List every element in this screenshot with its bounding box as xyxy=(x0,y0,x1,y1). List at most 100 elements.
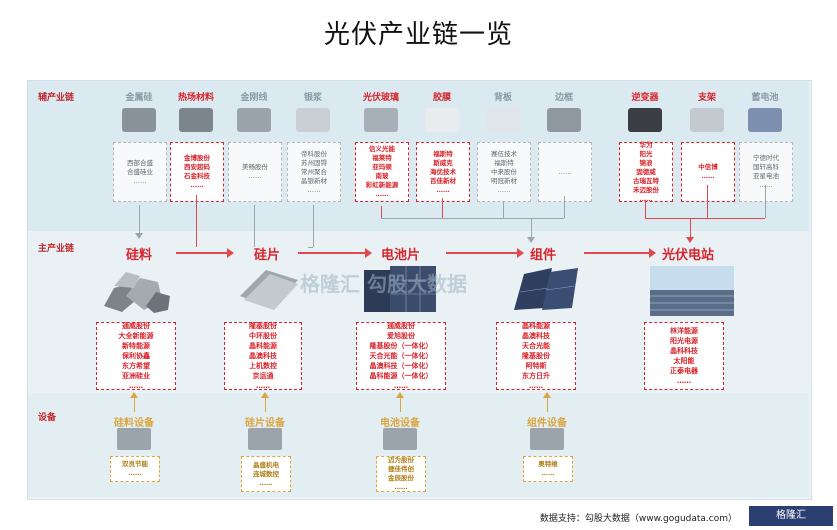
company-name: …… xyxy=(307,185,321,194)
company-name: 固德威 xyxy=(636,167,656,176)
aux-node: 支架 xyxy=(675,92,739,132)
company-name: 上机数控 xyxy=(249,362,277,370)
aux-node: 背板 xyxy=(471,92,535,132)
company-name: 彩虹新能源 xyxy=(365,181,399,189)
company-name: 京运通 xyxy=(252,372,274,380)
arrowhead xyxy=(686,237,694,243)
connector xyxy=(381,218,564,219)
wafer-image xyxy=(240,270,298,310)
company-name: 太阳能 xyxy=(673,357,695,365)
company-name: 海优技术 xyxy=(430,167,456,176)
company-name: 福莱特 xyxy=(372,154,392,162)
aux-node-label: 金刚线 xyxy=(240,93,268,103)
module-image xyxy=(514,268,578,310)
equipment-company-box: 迈为股份捷佳伟创金辰股份…… xyxy=(376,456,426,492)
section-label-aux: 辅产业链 xyxy=(38,93,75,103)
company-name: 大全新能源 xyxy=(118,332,154,340)
company-name: …… xyxy=(701,172,715,180)
connector xyxy=(564,196,565,218)
aux-company-box: 美畅股份…… xyxy=(228,142,282,202)
company-name: …… xyxy=(133,176,147,185)
main-node-silicon-material: 硅料 xyxy=(126,248,153,263)
flow-arrow xyxy=(176,248,234,258)
flow-arrow xyxy=(584,248,656,258)
connector xyxy=(265,398,266,412)
company-name: …… xyxy=(436,185,450,194)
equipment-image xyxy=(530,428,564,450)
aux-node-label: 背板 xyxy=(493,93,512,103)
aux-node-label: 边框 xyxy=(554,93,573,103)
arrowhead xyxy=(130,392,138,398)
product-icon xyxy=(237,108,271,132)
brand-logo: 格隆汇 xyxy=(749,506,833,526)
company-name: 福斯特 xyxy=(433,149,453,158)
company-name: 西部合盛 xyxy=(127,158,153,167)
arrowhead xyxy=(135,233,143,239)
connector xyxy=(139,205,140,233)
company-name: 中来股份 xyxy=(491,167,517,176)
aux-node-label: 银浆 xyxy=(303,93,322,103)
company-name: 帝科股份 xyxy=(301,149,327,158)
equipment-label: 硅料设备 xyxy=(114,418,154,429)
aux-node-label: 光伏玻璃 xyxy=(362,93,399,103)
arrowhead xyxy=(527,237,535,243)
company-name: 晶澳科技 xyxy=(249,352,277,360)
company-name: …… xyxy=(375,190,389,198)
equipment-company-box: 晶盛机电连城数控…… xyxy=(241,456,291,492)
company-name: 明冠新材 xyxy=(491,176,517,185)
company-name: …… xyxy=(248,172,262,180)
connector xyxy=(645,218,765,219)
company-name: 金辰股份 xyxy=(388,474,414,482)
company-name: 亚洲硅业 xyxy=(122,372,150,380)
company-name: 阿特斯 xyxy=(525,362,547,370)
company-name: 连城数控 xyxy=(253,469,279,478)
equipment-label: 组件设备 xyxy=(527,418,567,429)
company-name: 福斯特 xyxy=(494,158,514,167)
aux-company-box: 宁德时代国轩高科亚星电池…… xyxy=(739,142,793,202)
connector xyxy=(690,218,691,238)
company-name: …… xyxy=(394,483,408,491)
company-name: …… xyxy=(256,382,270,390)
aux-node: 蓄电池 xyxy=(733,92,797,132)
company-name: 隆基股份 xyxy=(522,352,550,360)
company-name: …… xyxy=(129,382,143,390)
product-icon xyxy=(690,108,724,132)
company-name: 美畅股份 xyxy=(242,163,268,171)
power-station-image xyxy=(650,266,734,316)
footer-source: 数据支持：勾股大数据（www.gogudata.com） xyxy=(539,514,737,524)
company-name: 爱旭股份 xyxy=(387,332,415,340)
company-name: 新特能源 xyxy=(122,342,150,350)
product-icon xyxy=(364,108,398,132)
company-name: 晶科能源 xyxy=(522,322,550,330)
company-name: 通威股份 xyxy=(387,322,415,330)
main-company-box: 隆基股份中环股份晶科能源晶澳科技上机数控京运通…… xyxy=(224,322,302,390)
aux-node-label: 逆变器 xyxy=(631,93,659,103)
product-icon xyxy=(486,108,520,132)
equipment-label: 电池设备 xyxy=(380,418,420,429)
company-name: 金博股份 xyxy=(184,154,210,162)
company-name: 迈为股份 xyxy=(388,456,414,464)
company-name: …… xyxy=(558,167,572,176)
connector xyxy=(645,200,646,218)
aux-node-label: 胶膜 xyxy=(432,93,451,103)
aux-node: 逆变器 xyxy=(613,92,677,132)
aux-company-box: 中信博…… xyxy=(681,142,735,202)
aux-company-box: 福斯特斯威克海优技术百佳新材…… xyxy=(416,142,470,202)
company-name: …… xyxy=(394,382,408,390)
connector xyxy=(707,185,708,218)
main-company-box: 通威股份大全新能源新特能源保利协鑫东方希望亚洲硅业…… xyxy=(96,322,176,390)
company-name: 晶盛机电 xyxy=(253,460,279,469)
company-name: 锦浪 xyxy=(639,158,653,167)
company-name: 正泰电器 xyxy=(670,367,698,375)
company-name: 中环股份 xyxy=(249,332,277,340)
aux-node: 胶膜 xyxy=(410,92,474,132)
connector xyxy=(381,206,382,218)
product-icon xyxy=(547,108,581,132)
arrowhead xyxy=(261,392,269,398)
main-company-box: 林洋能源阳光电源晶科科技太阳能正泰电器…… xyxy=(644,322,724,390)
connector xyxy=(503,202,504,218)
product-icon xyxy=(628,108,662,132)
company-name: 国轩高科 xyxy=(753,163,779,171)
main-company-box: 通威股份爱旭股份隆基股份（一体化）天合光能（一体化）晶澳科技（一体化）晶科能源（… xyxy=(356,322,446,390)
equipment-label: 硅片设备 xyxy=(245,418,285,429)
